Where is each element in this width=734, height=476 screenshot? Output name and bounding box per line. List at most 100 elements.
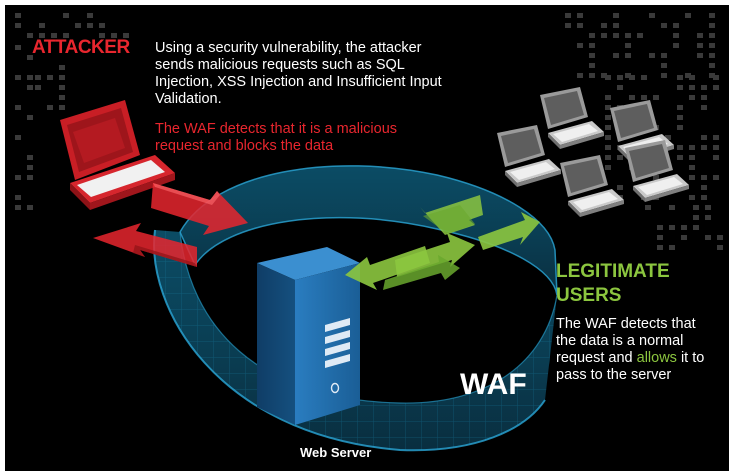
pixel-square: [99, 23, 105, 28]
pixel-square: [87, 13, 93, 18]
pixel-square: [613, 13, 619, 18]
pixel-square: [705, 205, 711, 210]
pixel-square: [645, 205, 651, 210]
pixel-square: [613, 23, 619, 28]
pixel-square: [27, 165, 33, 170]
pixel-square: [15, 175, 21, 180]
pixel-square: [605, 115, 611, 120]
pixel-square: [27, 115, 33, 120]
pixel-square: [673, 43, 679, 48]
pixel-square: [649, 13, 655, 18]
pixel-square: [27, 175, 33, 180]
pixel-square: [661, 53, 667, 58]
user-computer-icon: [540, 87, 604, 149]
pixel-square: [63, 13, 69, 18]
pixel-square: [713, 135, 719, 140]
pixel-square: [693, 205, 699, 210]
pixel-square: [661, 23, 667, 28]
pixel-square: [47, 105, 53, 110]
pixel-square: [39, 23, 45, 28]
pixel-square: [677, 125, 683, 130]
server-icon: [257, 247, 360, 425]
pixel-square: [59, 65, 65, 70]
legitimate-users-description: The WAF detects that the data is a norma…: [556, 316, 706, 384]
user-computer-icon: [560, 155, 624, 217]
pixel-square: [27, 33, 33, 38]
pixel-square: [709, 43, 715, 48]
pixel-square: [677, 145, 683, 150]
pixel-square: [35, 85, 41, 90]
pixel-square: [605, 145, 611, 150]
pixel-square: [677, 115, 683, 120]
pixel-square: [661, 63, 667, 68]
pixel-square: [709, 53, 715, 58]
pixel-square: [617, 85, 623, 90]
pixel-square: [697, 53, 703, 58]
pixel-square: [701, 185, 707, 190]
pixel-square: [689, 145, 695, 150]
pixel-square: [713, 85, 719, 90]
user-computers: [497, 87, 689, 217]
pixel-square: [689, 155, 695, 160]
pixel-square: [625, 73, 631, 78]
pixel-square: [669, 225, 675, 230]
pixel-square: [701, 105, 707, 110]
pixel-square: [713, 75, 719, 80]
pixel-square: [693, 215, 699, 220]
pixel-square: [35, 75, 41, 80]
pixel-square: [605, 125, 611, 130]
pixel-square: [689, 85, 695, 90]
user-computer-icon: [625, 140, 689, 202]
pixel-square: [697, 43, 703, 48]
pixel-square: [701, 95, 707, 100]
pixel-square: [617, 155, 623, 160]
pixel-square: [657, 225, 663, 230]
pixel-square: [653, 95, 659, 100]
pixel-square: [605, 155, 611, 160]
waf-diagram: ATTACKER Using a security vulnerability,…: [5, 5, 729, 471]
pixel-square: [589, 73, 595, 78]
legit-desc-allows: allows: [636, 350, 677, 366]
attacker-computer-icon: [60, 100, 175, 210]
pixel-square: [641, 95, 647, 100]
pixel-square: [577, 23, 583, 28]
pixel-square: [657, 245, 663, 250]
pixel-square: [577, 73, 583, 78]
pixel-square: [589, 63, 595, 68]
pixel-square: [677, 75, 683, 80]
pixel-square: [693, 225, 699, 230]
pixel-square: [677, 85, 683, 90]
pixel-square: [51, 33, 57, 38]
pixel-square: [701, 195, 707, 200]
pixel-square: [59, 95, 65, 100]
pixel-square: [653, 175, 659, 180]
pixel-square: [577, 13, 583, 18]
pixel-square: [59, 85, 65, 90]
pixel-square: [15, 13, 21, 18]
pixel-square: [669, 245, 675, 250]
pixel-square: [601, 73, 607, 78]
pixel-square: [701, 145, 707, 150]
pixel-square: [27, 85, 33, 90]
pixel-square: [123, 33, 129, 38]
pixel-square: [617, 75, 623, 80]
pixel-square: [713, 155, 719, 160]
pixel-square: [681, 225, 687, 230]
pixel-square: [701, 135, 707, 140]
pixel-square: [605, 105, 611, 110]
pixel-square: [75, 23, 81, 28]
pixel-square: [589, 33, 595, 38]
pixel-square: [685, 13, 691, 18]
pixel-square: [677, 155, 683, 160]
green-arrow-icon: [345, 246, 460, 290]
red-arrow-icon: [151, 183, 248, 235]
pixel-square: [697, 33, 703, 38]
pixel-square: [713, 145, 719, 150]
pixel-square: [39, 33, 45, 38]
pixel-square: [701, 85, 707, 90]
attacker-title: ATTACKER: [32, 37, 130, 58]
pixel-square: [87, 23, 93, 28]
waf-label: WAF: [460, 368, 527, 401]
pixel-square: [15, 205, 21, 210]
legitimate-users-title: LEGITIMATE USERS: [556, 261, 670, 306]
